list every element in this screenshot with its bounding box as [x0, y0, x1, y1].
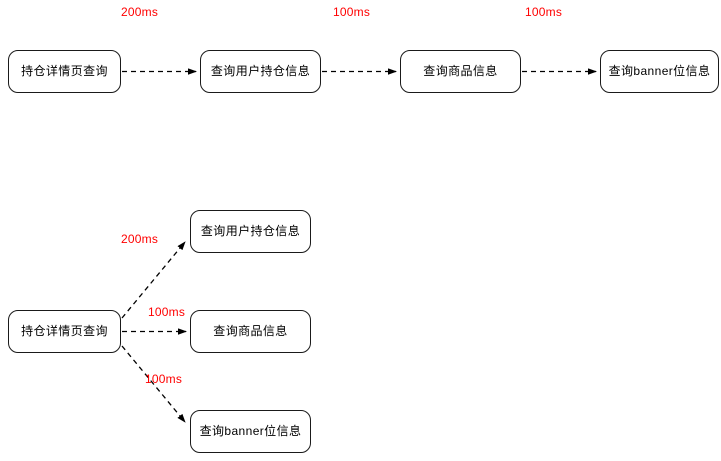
latency-label-serial-1: 200ms: [121, 5, 159, 19]
node-serial-2[interactable]: 查询用户持仓信息: [200, 50, 321, 93]
node-serial-4[interactable]: 查询banner位信息: [600, 50, 719, 93]
latency-label-serial-2: 100ms: [333, 5, 371, 19]
latency-label-parallel-2: 100ms: [148, 305, 186, 319]
node-label: 查询banner位信息: [608, 63, 711, 78]
latency-label-serial-3: 100ms: [525, 5, 563, 19]
node-label: 查询商品信息: [213, 323, 288, 338]
latency-label-parallel-3: 100ms: [145, 372, 183, 386]
node-parallel-2[interactable]: 查询商品信息: [190, 310, 311, 353]
node-label: 查询用户持仓信息: [200, 223, 301, 238]
node-parallel-3[interactable]: 查询banner位信息: [190, 410, 311, 453]
node-serial-3[interactable]: 查询商品信息: [400, 50, 521, 93]
latency-label-parallel-1: 200ms: [121, 232, 159, 246]
node-label: 查询商品信息: [423, 63, 498, 78]
node-serial-1[interactable]: 持仓详情页查询: [8, 50, 121, 93]
node-label: 查询用户持仓信息: [210, 63, 311, 78]
node-parallel-1[interactable]: 查询用户持仓信息: [190, 210, 311, 253]
node-parallel-source[interactable]: 持仓详情页查询: [8, 310, 121, 353]
node-label: 持仓详情页查询: [21, 63, 108, 78]
node-label: 持仓详情页查询: [21, 323, 108, 338]
node-label: 查询banner位信息: [199, 423, 302, 438]
